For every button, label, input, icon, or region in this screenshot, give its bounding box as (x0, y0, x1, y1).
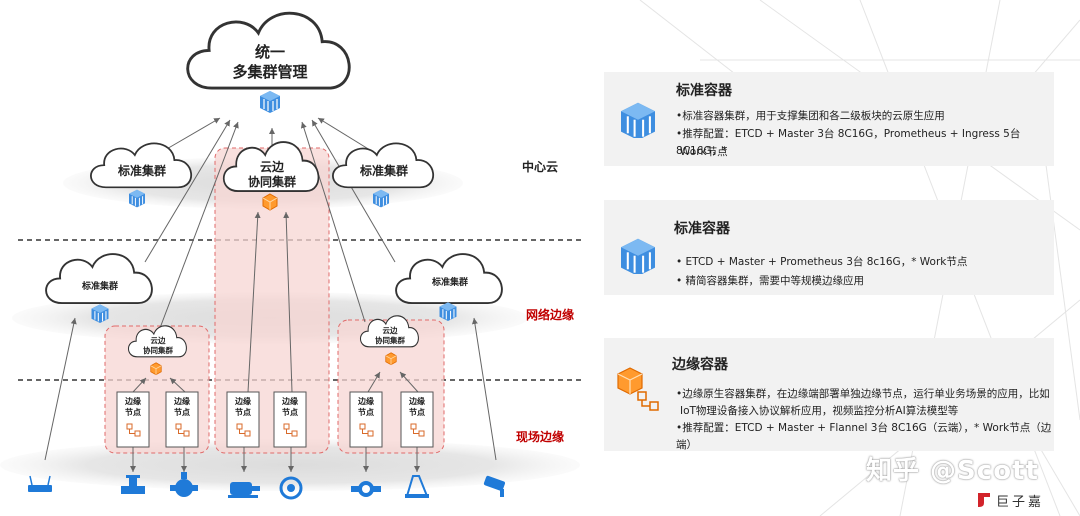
flow-meter-icon (351, 481, 381, 497)
edge-node-box (226, 391, 260, 448)
edge-node-label-line1: 边缘 (409, 397, 425, 406)
zone-label-network-edge: 网络边缘 (526, 308, 575, 322)
panel-title: 标准容器 (676, 83, 732, 99)
panel-title: 边缘容器 (672, 357, 728, 373)
edge-node-label-line1: 边缘 (282, 397, 298, 406)
edge-left-collab-line1: 云边 (150, 336, 166, 345)
edge-node-box (273, 391, 307, 448)
router-icon (28, 475, 52, 492)
edge-container-icon (617, 367, 659, 411)
edge-node-label-line2: 节点 (409, 408, 425, 417)
cluster-architecture-diagram (0, 11, 585, 500)
panel-line: •推荐配置：ETCD + Master + Flannel 3台 8C16G（云… (676, 422, 1052, 451)
center-collab-line1: 云边 (259, 160, 284, 174)
edge-container-panel: 边缘容器 •边缘原生容器集群，在边缘端部署单独边缘节点，运行单业务场景的应用，比… (604, 338, 1054, 451)
edge-node-label-line1: 边缘 (358, 397, 374, 406)
edge-node-label: 边缘 节点 (401, 396, 433, 418)
edge-node-label: 边缘 节点 (166, 396, 198, 418)
edge-left-cloud-label: 标准集群 (81, 282, 118, 292)
edge-node-label: 边缘 节点 (274, 396, 306, 418)
top-cloud-title: 统一 多集群管理 (230, 42, 310, 82)
edge-node-label-line2: 节点 (282, 408, 298, 417)
edge-right-cloud-label: 标准集群 (431, 278, 468, 288)
edge-right-collab-line2: 协同集群 (375, 336, 405, 345)
edge-right-collab-label: 云边 协同集群 (370, 326, 410, 346)
edge-node-box (165, 391, 199, 448)
edge-node-box (116, 391, 150, 448)
top-cloud-cube-icon (259, 90, 281, 114)
panel-line: •推荐配置：ETCD + Master 3台 8C16G，Prometheus … (676, 128, 1021, 157)
edge-node-label-line1: 边缘 (125, 397, 141, 406)
container-icon (620, 238, 656, 274)
center-left-cloud-label: 标准集群 (117, 164, 166, 178)
edge-node-label-line2: 节点 (235, 408, 251, 417)
zone-label-field-edge: 现场边缘 (516, 430, 565, 444)
fan-valve-icon (170, 472, 198, 497)
panel-line: • 精简容器集群，需要中等规模边缘应用 (676, 275, 865, 287)
edge-left-collab-line2: 协同集群 (143, 346, 173, 355)
center-collab-cloud-label: 云边 协同集群 (242, 160, 302, 190)
panel-line: •标准容器集群，用于支撑集团和各二级板块的云原生应用 (676, 110, 945, 122)
edge-left-collab-orange-icon (150, 362, 162, 376)
edge-node-label: 边缘 节点 (350, 396, 382, 418)
zhihu-watermark: 知乎 @Scott (866, 456, 1039, 486)
panel-line: IoT物理设备接入协议解析应用，视频监控分析AI算法模型等 (680, 405, 959, 417)
edge-node-label: 边缘 节点 (117, 396, 149, 418)
edge-node-box (400, 391, 434, 448)
panel-line: • ETCD + Master + Prometheus 3台 8c16G，* … (676, 256, 968, 268)
edge-right-collab-line1: 云边 (382, 326, 398, 335)
fan-icon (279, 476, 303, 500)
edge-left-collab-label: 云边 协同集群 (138, 336, 178, 356)
center-collab-line2: 协同集群 (247, 175, 296, 189)
edge-node-label-line1: 边缘 (235, 397, 251, 406)
center-right-cloud-label: 标准集群 (359, 164, 408, 178)
center-collab-orange-icon (262, 193, 278, 211)
standard-container-panel-1: 标准容器 •标准容器集群，用于支撑集团和各二级板块的云原生应用 •推荐配置：ET… (604, 72, 1054, 166)
panel-line: Work节点 (680, 146, 728, 158)
collab-cluster-column (214, 147, 330, 454)
top-cloud-line1: 统一 (254, 43, 285, 61)
zone-label-center-cloud: 中心云 (522, 160, 559, 174)
edge-node-label-line2: 节点 (358, 408, 374, 417)
panel-title: 标准容器 (674, 221, 730, 237)
camera-icon (483, 475, 506, 497)
edge-node-label-line1: 边缘 (174, 397, 190, 406)
panel-line: •边缘原生容器集群，在边缘端部署单独边缘节点，运行单业务场景的应用，比如 (676, 388, 1050, 400)
brand-name: 巨子嘉 (996, 495, 1045, 510)
motor-pump-icon (228, 482, 260, 498)
valve-icon (121, 475, 145, 494)
top-cloud-line2: 多集群管理 (232, 63, 308, 81)
edge-node-label-line2: 节点 (125, 408, 141, 417)
crane-icon (405, 475, 429, 498)
edge-node-label-line2: 节点 (174, 408, 190, 417)
container-icon (620, 102, 656, 138)
edge-node-box (349, 391, 383, 448)
standard-container-panel-2: 标准容器 • ETCD + Master + Prometheus 3台 8c1… (604, 200, 1054, 295)
edge-node-label: 边缘 节点 (227, 396, 259, 418)
brand-logo-icon (978, 493, 990, 507)
edge-right-collab-orange-icon (385, 352, 397, 366)
